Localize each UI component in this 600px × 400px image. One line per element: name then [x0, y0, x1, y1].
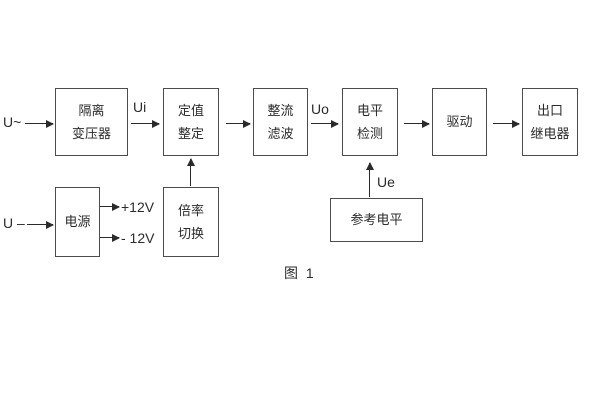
- block-drive: 驱动: [432, 88, 487, 156]
- arrow-power-minus12v: [100, 233, 120, 242]
- block-isolation-transformer: 隔离 变压器: [55, 88, 128, 156]
- block-reference-level-label: 参考电平: [350, 212, 403, 227]
- block-multiplier-switch-line1: 倍率: [177, 202, 204, 218]
- block-level-detection: 电平 检测: [342, 88, 398, 156]
- figure-caption: 图 1: [284, 265, 316, 281]
- arrow-setting-to-rectifier: [226, 119, 251, 128]
- block-reference-level: 参考电平: [330, 198, 423, 242]
- block-power-supply-label: 电源: [64, 214, 91, 229]
- arrow-input-ac-to-isolation: [25, 119, 54, 128]
- arrow-rectifier-to-level: [311, 119, 339, 128]
- block-level-detection-line2: 检测: [356, 125, 383, 141]
- input-ac-label: U~: [3, 114, 22, 130]
- block-isolation-transformer-line2: 变压器: [71, 125, 111, 141]
- block-output-relay: 出口 继电器: [522, 88, 578, 156]
- block-power-supply: 电源: [55, 187, 100, 257]
- arrow-input-dc-to-power: [27, 220, 54, 229]
- arrow-isolation-to-setting: [131, 119, 160, 128]
- block-output-relay-line2: 继电器: [530, 125, 570, 141]
- block-output-relay-line1: 出口: [536, 102, 563, 118]
- input-dc-label: U –: [3, 215, 25, 231]
- block-multiplier-switch-line2: 切换: [177, 225, 204, 241]
- signal-ue-label: Ue: [377, 174, 395, 190]
- signal-uo-label: Uo: [311, 101, 329, 117]
- block-isolation-transformer-line1: 隔离: [78, 102, 105, 118]
- signal-minus12v-label: - 12V: [121, 230, 155, 246]
- block-value-setting-line1: 定值: [177, 102, 204, 118]
- signal-ui-label: Ui: [133, 99, 147, 115]
- arrow-drive-to-relay: [493, 119, 520, 128]
- arrow-power-plus12v: [100, 202, 120, 211]
- block-rectifier-filter-line2: 滤波: [267, 125, 294, 141]
- signal-plus12v-label: +12V: [121, 199, 155, 215]
- block-multiplier-switch: 倍率 切换: [163, 187, 219, 257]
- block-value-setting: 定值 整定: [163, 88, 219, 156]
- arrow-multiplier-to-setting: [186, 158, 195, 186]
- block-rectifier-filter-line1: 整流: [267, 102, 294, 118]
- arrow-level-to-drive: [404, 119, 430, 128]
- block-drive-label: 驱动: [446, 114, 473, 129]
- block-rectifier-filter: 整流 滤波: [253, 88, 308, 156]
- arrow-reference-to-level: [365, 162, 374, 197]
- block-level-detection-line1: 电平: [356, 102, 383, 118]
- block-value-setting-line2: 整定: [177, 125, 204, 141]
